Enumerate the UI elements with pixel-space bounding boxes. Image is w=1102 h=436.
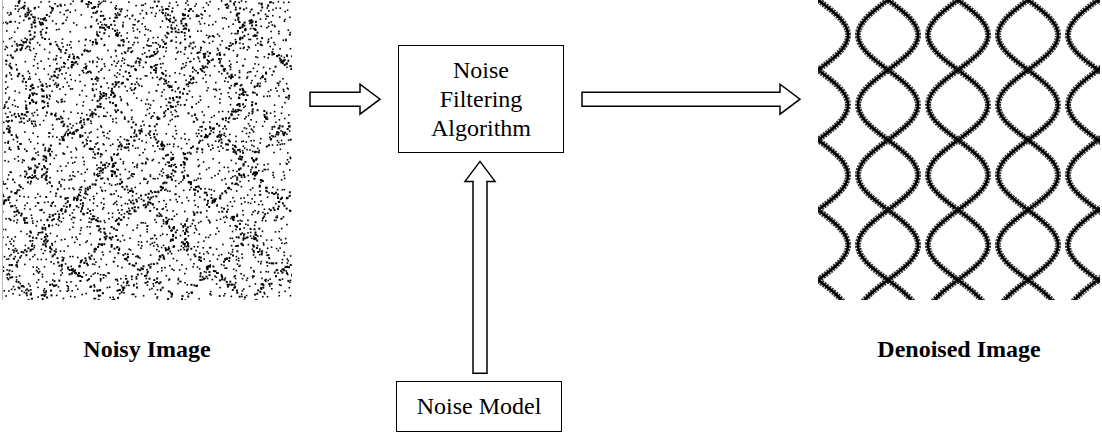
hollow-arrow	[310, 84, 380, 114]
box-label: Noise Model	[409, 392, 549, 421]
noisy-image: Noisy Image	[2, 0, 292, 363]
hollow-arrow	[465, 161, 495, 373]
box-label: Noise Filtering Algorithm	[411, 56, 551, 142]
denoised-image: Denoised Image	[818, 0, 1100, 363]
process-box: Noise Model	[396, 381, 562, 432]
hollow-arrow	[582, 84, 800, 114]
noisy-image-illustration	[2, 0, 292, 300]
process-box: Noise Filtering Algorithm	[398, 45, 564, 153]
denoised-image-illustration	[818, 0, 1100, 300]
image-caption: Noisy Image	[2, 336, 292, 363]
image-caption: Denoised Image	[818, 336, 1100, 363]
